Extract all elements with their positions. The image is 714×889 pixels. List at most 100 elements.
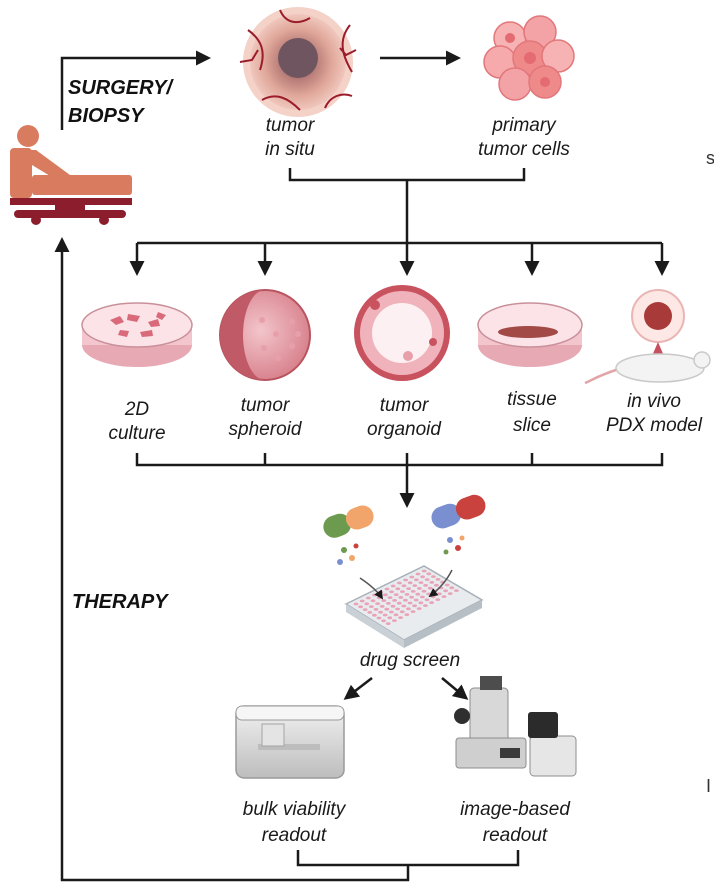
plate-well	[404, 593, 410, 596]
surgery-arrow	[60, 50, 211, 130]
pdx-label-1: in vivo	[627, 391, 681, 412]
plate-well	[429, 581, 435, 584]
plate-well	[367, 611, 373, 614]
plate-well	[441, 595, 447, 598]
plate-well	[418, 601, 424, 605]
spheroid-icon	[219, 289, 311, 381]
plate-well	[454, 589, 459, 592]
plate-well	[426, 572, 432, 576]
surgery-label-2: BIOPSY	[68, 105, 145, 127]
plate-well	[372, 613, 377, 617]
spheroid-label-1: tumor	[241, 395, 290, 416]
plate-well	[431, 575, 436, 578]
plate-well	[370, 599, 376, 603]
plate-well	[443, 589, 448, 593]
connectors	[54, 50, 670, 882]
plate-well	[383, 593, 388, 597]
edge-char-2: I	[706, 776, 711, 796]
tumor-in-situ-label-1: tumor	[266, 115, 315, 136]
tissue-slice-icon	[477, 302, 583, 367]
plate-well	[437, 592, 442, 596]
plate-well	[418, 581, 424, 584]
organoid-label-1: tumor	[380, 395, 429, 416]
plate-well	[415, 592, 421, 596]
plate-well	[398, 616, 403, 619]
plate-well	[399, 610, 405, 614]
organoid-label-2: organoid	[367, 419, 442, 440]
surgery-label-1: SURGERY/	[68, 77, 175, 99]
plate-well	[390, 604, 396, 608]
plate-well	[395, 587, 401, 591]
plate-well	[369, 605, 374, 608]
plate-well	[387, 596, 393, 599]
plate-well	[359, 599, 365, 603]
plate-well	[375, 602, 380, 605]
plate-well	[393, 613, 399, 617]
plate-well	[362, 608, 368, 611]
plate-well	[410, 610, 416, 613]
plate-well	[434, 583, 439, 587]
collection-bar	[135, 453, 664, 467]
plate-well	[358, 605, 363, 609]
primary-cells-label-2: tumor cells	[478, 139, 570, 160]
plate-well	[424, 578, 430, 581]
plate-well	[366, 596, 371, 600]
plate-well	[444, 583, 450, 587]
plate-well	[435, 578, 441, 581]
plate-well	[392, 599, 397, 602]
plate-well	[415, 572, 421, 576]
top-bracket	[288, 168, 526, 182]
plate-well	[378, 590, 384, 594]
plate-well	[400, 590, 405, 593]
spheroid-label-2: spheroid	[229, 419, 303, 440]
to-bulk-arrow	[343, 677, 373, 700]
edge-char-1: s	[706, 148, 714, 168]
plate-well	[404, 613, 410, 616]
plate-well	[412, 604, 417, 608]
plate-well	[384, 587, 390, 591]
slice-label-1: tissue	[507, 389, 557, 410]
tumor-cells-icon	[483, 15, 575, 101]
plate-well	[378, 610, 383, 614]
plate-well	[429, 601, 434, 604]
plate-well	[382, 613, 388, 617]
plate-well	[392, 619, 397, 622]
mouse-pdx-icon	[584, 289, 711, 385]
image-readout-label-1: image-based	[460, 799, 571, 820]
pdx-label-2: PDX model	[606, 415, 703, 436]
plate-well	[385, 622, 391, 625]
bulk-readout-label-1: bulk viability	[243, 799, 347, 820]
plate-well	[447, 592, 453, 595]
plate-well	[401, 584, 407, 588]
slice-label-2: slice	[513, 415, 551, 436]
plate-well	[381, 619, 386, 623]
plate-well	[403, 598, 408, 602]
plate-well	[430, 595, 436, 599]
plate-well	[417, 587, 422, 590]
plate-well	[423, 604, 428, 607]
image-readout-label-2: readout	[483, 825, 548, 846]
feedback-arrow	[54, 237, 410, 882]
plate-well	[373, 608, 379, 611]
petri-dish-2d-icon	[81, 302, 193, 367]
organoid-icon	[354, 285, 450, 381]
plate-well	[420, 575, 425, 579]
plate-well	[389, 610, 394, 614]
tumor-icon	[239, 7, 357, 117]
plate-well	[353, 602, 359, 606]
plate-well	[376, 616, 382, 620]
plate-well	[395, 607, 400, 611]
plate-well	[406, 607, 411, 611]
drug-screen-label: drug screen	[360, 650, 460, 671]
plate-well	[416, 607, 422, 610]
plate-well	[427, 586, 433, 590]
plate-well	[421, 569, 427, 573]
plate-reader-icon	[235, 705, 345, 779]
plate-well	[390, 584, 396, 588]
plate-well	[364, 602, 370, 606]
plate-well	[386, 602, 391, 605]
therapy-label: THERAPY	[72, 591, 169, 613]
well-plate-icon	[344, 565, 484, 648]
pills-icon	[323, 494, 486, 565]
